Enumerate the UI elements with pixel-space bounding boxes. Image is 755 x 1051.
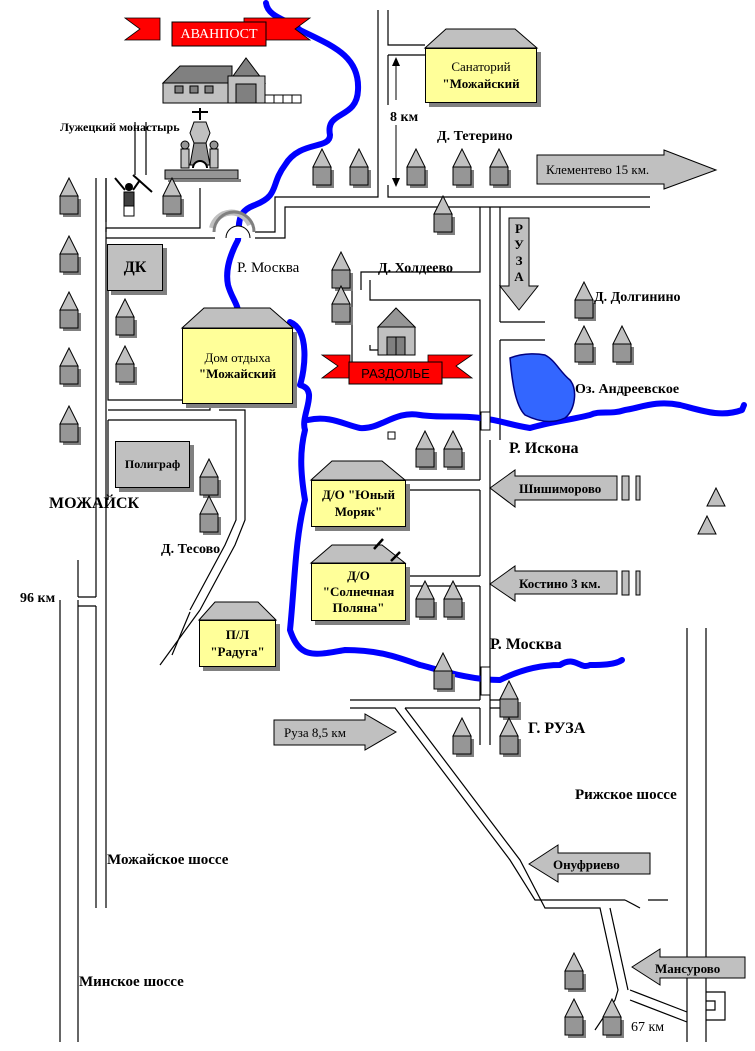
label-minskoe: Минское шоссе	[79, 974, 184, 990]
pl-raduga[interactable]: П/Л "Радуга"	[199, 620, 276, 667]
raduga-line2: "Радуга"	[210, 643, 265, 659]
dom-otdykha-line1: Дом отдыха	[204, 349, 271, 365]
arrow-mansurovo[interactable]: Мансурово	[655, 961, 721, 976]
label-iskona: Р. Искона	[509, 440, 579, 457]
label-kholdeevo: Д. Холдеево	[378, 261, 453, 276]
banner-avanpost-label: АВАНПОСТ	[180, 27, 258, 42]
do-solnechnaya-polyana[interactable]: Д/О "Солнечная Поляна"	[311, 563, 406, 621]
arrow-klementevo[interactable]: Клементево 15 км.	[546, 162, 650, 177]
dom-otdykha-line2: "Можайский	[198, 366, 277, 381]
sanatorium-mozhaisky[interactable]: Санаторий "Можайский	[425, 48, 537, 103]
label-moskva-river-1: Р. Москва	[237, 260, 300, 276]
antenna-1	[373, 538, 384, 550]
raduga-line1: П/Л	[225, 627, 250, 643]
ruza-letter: У	[514, 237, 524, 252]
sanatorium-line2: "Можайский	[442, 75, 520, 91]
arrow-onufrievo[interactable]: Онуфриево	[553, 857, 620, 872]
label-tesovo: Д. Тесово	[161, 542, 221, 557]
roofs	[180, 28, 539, 621]
label-96km: 96 км	[20, 591, 56, 606]
dom-otdykha-mozhaisky[interactable]: Дом отдыха "Можайский	[182, 328, 293, 404]
label-lake: Оз. Андреевское	[575, 382, 680, 397]
label-rizhskoe: Рижское шоссе	[575, 787, 677, 803]
yuny-moryak-line1: Д/О "Юный	[322, 487, 395, 503]
label-dolginino: Д. Долгинино	[594, 290, 681, 305]
arrow-ruza-85[interactable]: Руза 8,5 км	[284, 725, 346, 740]
monastery-icon	[164, 108, 241, 182]
arrow-ruza-down[interactable]: Р У З А	[509, 221, 529, 285]
solnechnaya-line1: Д/О	[347, 567, 370, 583]
poligraf-building[interactable]: Полиграф	[115, 441, 190, 488]
arrow-kostino[interactable]: Костино 3 км.	[519, 576, 601, 591]
skier-icon	[114, 174, 153, 217]
antenna-2	[390, 551, 401, 562]
small-square	[387, 431, 396, 440]
label-teterino: Д. Тетерино	[437, 129, 513, 144]
bridge-moskva	[480, 666, 491, 696]
banner-avanpost	[123, 17, 312, 47]
label-monastery: Лужецкий монастырь	[60, 120, 180, 134]
banner-razdolye	[320, 354, 474, 385]
ruza-letter: А	[514, 269, 524, 284]
arch-bridge-icon	[209, 209, 256, 239]
label-moskva-river-2: Р. Москва	[490, 636, 562, 653]
sanatorium-line1: Санаторий	[451, 59, 511, 75]
yuny-moryak-line2: Моряк"	[334, 503, 383, 519]
avanpost-building-icon	[161, 57, 302, 104]
ruza-letter: З	[515, 253, 523, 268]
river-moskva	[224, 0, 625, 683]
label-mozhaiskoe: Можайское шоссе	[107, 852, 229, 868]
lake-andreevskoe	[509, 353, 576, 423]
label-mozhaisk: МОЖАЙСК	[49, 495, 140, 512]
arrow-shishimorovo[interactable]: Шишиморово	[519, 481, 602, 496]
banner-razdolye-label: РАЗДОЛЬЕ	[361, 366, 430, 381]
solnechnaya-line3: Поляна"	[332, 600, 385, 616]
razdolye-house-icon	[376, 307, 417, 356]
label-ruza-town: Г. РУЗА	[528, 720, 586, 737]
dk-building[interactable]: ДК	[107, 244, 163, 291]
distance-8km-marker	[392, 57, 400, 187]
label-8km: 8 км	[390, 110, 419, 125]
ruza-letter: Р	[515, 221, 523, 236]
do-yuny-moryak[interactable]: Д/О "Юный Моряк"	[311, 480, 406, 527]
direction-arrows	[273, 149, 746, 986]
bridge-iskona	[480, 411, 491, 431]
solnechnaya-line2: "Солнечная	[322, 583, 395, 599]
river-iskona	[305, 400, 747, 432]
label-67km: 67 км	[631, 1020, 665, 1035]
